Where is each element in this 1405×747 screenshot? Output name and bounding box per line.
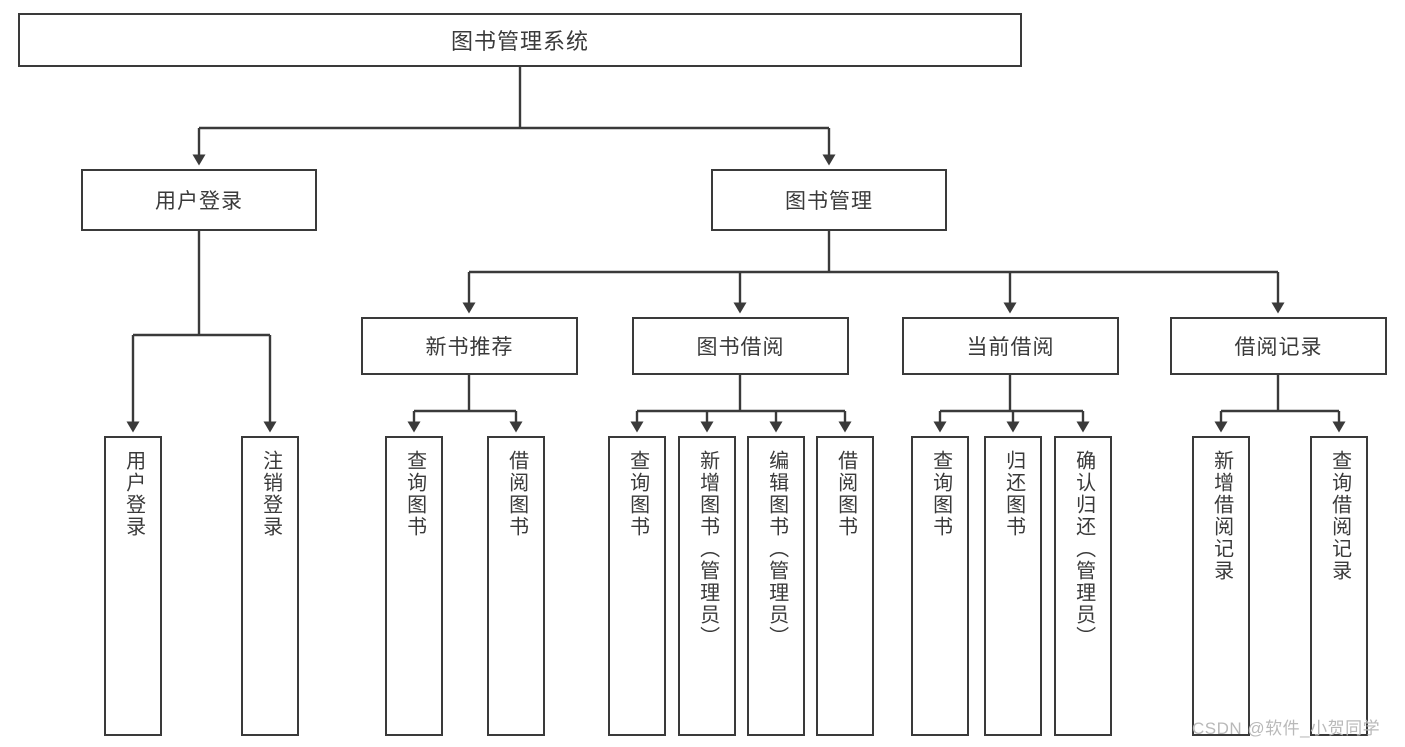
- node-leaf-add-book[interactable]: 新增图书（管理员）: [678, 436, 736, 736]
- node-root-label: 图书管理系统: [450, 29, 589, 54]
- node-book-mgmt[interactable]: 图书管理: [711, 169, 947, 231]
- node-leaf-edit-book-label: 编辑图书（管理员）: [765, 450, 788, 648]
- node-leaf-borrow-book-2[interactable]: 借阅图书: [816, 436, 874, 736]
- node-leaf-add-record[interactable]: 新增借阅记录: [1192, 436, 1250, 736]
- node-leaf-query-record[interactable]: 查询借阅记录: [1310, 436, 1368, 736]
- node-borrow-record[interactable]: 借阅记录: [1170, 317, 1387, 375]
- node-leaf-user-login[interactable]: 用户登录: [104, 436, 162, 736]
- node-leaf-query-book-1-label: 查询图书: [403, 450, 426, 538]
- node-leaf-borrow-book-2-label: 借阅图书: [834, 450, 857, 538]
- node-current-borrow[interactable]: 当前借阅: [902, 317, 1119, 375]
- node-new-book-rec-label: 新书推荐: [425, 336, 514, 359]
- node-leaf-edit-book[interactable]: 编辑图书（管理员）: [747, 436, 805, 736]
- node-borrow-record-label: 借阅记录: [1234, 336, 1323, 359]
- node-leaf-query-book-3[interactable]: 查询图书: [911, 436, 969, 736]
- node-user-login[interactable]: 用户登录: [81, 169, 317, 231]
- node-leaf-user-logout-label: 注销登录: [259, 450, 282, 538]
- node-leaf-query-book-3-label: 查询图书: [929, 450, 952, 538]
- node-leaf-query-book-2[interactable]: 查询图书: [608, 436, 666, 736]
- node-leaf-return-book-label: 归还图书: [1002, 450, 1025, 538]
- node-leaf-return-book[interactable]: 归还图书: [984, 436, 1042, 736]
- watermark-text: CSDN @软件_小贺同学: [1192, 719, 1381, 738]
- node-leaf-add-record-label: 新增借阅记录: [1210, 450, 1233, 582]
- node-book-mgmt-label: 图书管理: [785, 190, 873, 213]
- node-book-borrow-label: 图书借阅: [696, 336, 785, 359]
- node-leaf-user-logout[interactable]: 注销登录: [241, 436, 299, 736]
- node-book-borrow[interactable]: 图书借阅: [632, 317, 849, 375]
- node-leaf-query-book-2-label: 查询图书: [626, 450, 649, 538]
- node-leaf-query-record-label: 查询借阅记录: [1328, 450, 1351, 582]
- node-leaf-user-login-label: 用户登录: [122, 450, 145, 538]
- node-leaf-borrow-book-1-label: 借阅图书: [505, 450, 528, 538]
- node-leaf-confirm-return-label: 确认归还（管理员）: [1072, 450, 1095, 648]
- node-root[interactable]: 图书管理系统: [18, 13, 1022, 67]
- node-leaf-query-book-1[interactable]: 查询图书: [385, 436, 443, 736]
- node-current-borrow-label: 当前借阅: [966, 336, 1055, 359]
- node-new-book-rec[interactable]: 新书推荐: [361, 317, 578, 375]
- node-leaf-add-book-label: 新增图书（管理员）: [696, 450, 719, 648]
- node-leaf-confirm-return[interactable]: 确认归还（管理员）: [1054, 436, 1112, 736]
- node-leaf-borrow-book-1[interactable]: 借阅图书: [487, 436, 545, 736]
- node-user-login-label: 用户登录: [155, 190, 243, 213]
